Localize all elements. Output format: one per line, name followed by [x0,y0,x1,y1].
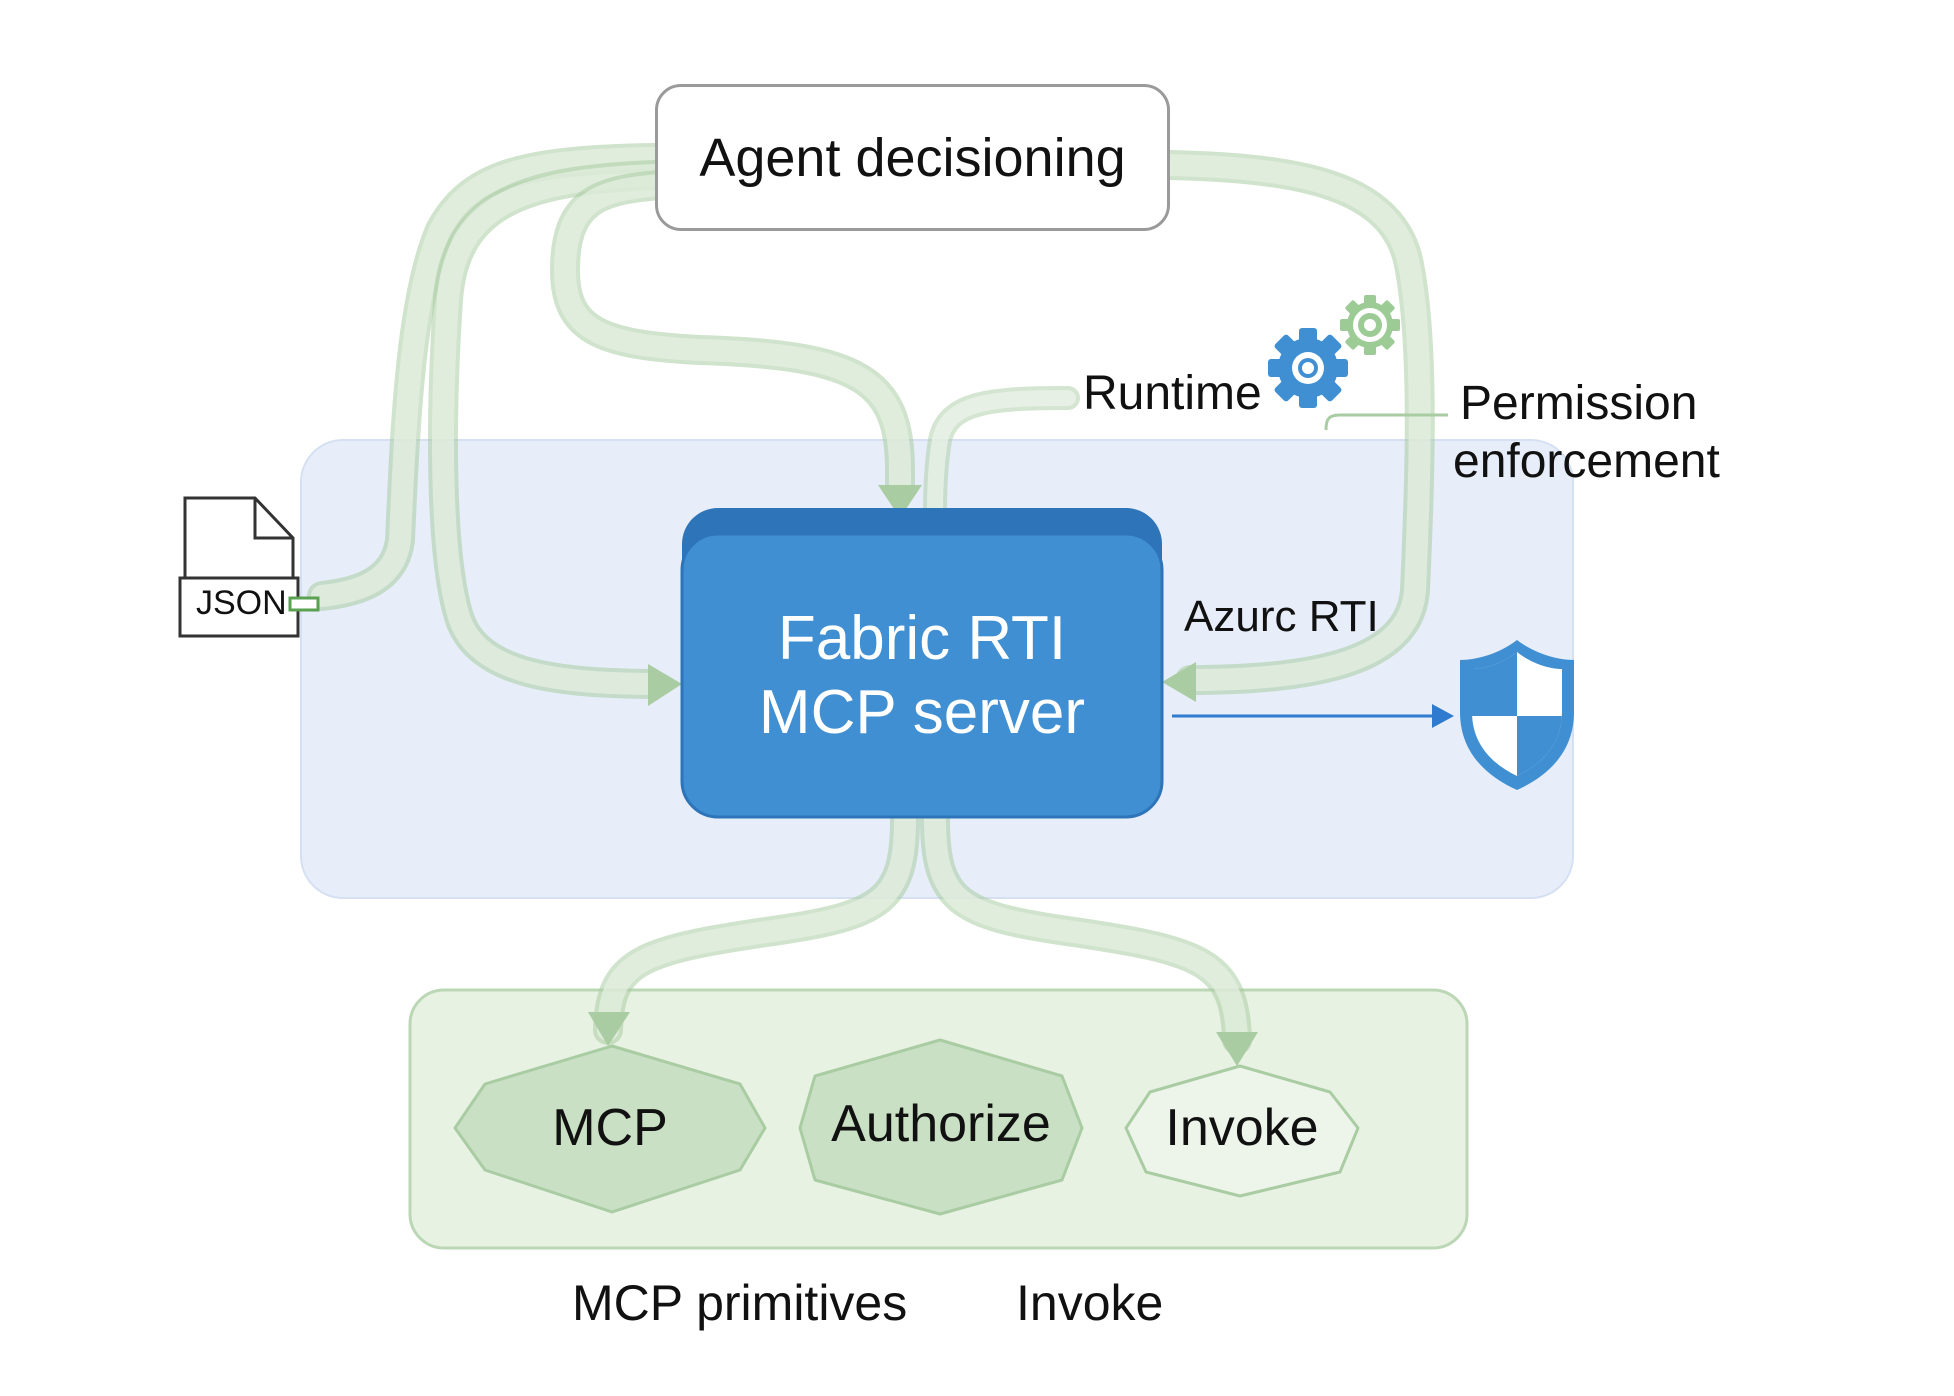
gear-icon [1268,328,1348,408]
json-file-icon [178,496,320,638]
mcp-shape [453,1044,767,1214]
agent-decisioning-label: Agent decisioning [699,127,1126,188]
flow-bands [307,143,1435,1055]
arrow-head-server-right [1162,662,1196,702]
agent-decisioning-box: Agent decisioning [655,84,1170,231]
arrow-head-mcp [588,1012,630,1046]
invoke-shape [1124,1064,1360,1198]
permission-label-line2: enforcement [1453,435,1720,488]
footer-invoke-label: Invoke [1016,1275,1164,1331]
server-box [680,532,1164,819]
permission-label-line1: Permission [1460,377,1698,430]
authorize-shape [798,1038,1084,1216]
mcp-label: MCP [552,1099,668,1157]
shield-icon [1460,640,1574,790]
fabric-server-label-group: Fabric RTI MCP server [682,534,1162,817]
arrow-head-invoke [1216,1032,1258,1066]
arrow-head-server-top [878,485,922,518]
server-label-line1: Fabric RTI [777,603,1067,673]
footer-primitives-label: MCP primitives [572,1275,908,1331]
invoke-label: Invoke [1165,1099,1319,1157]
arrow-head-server-left [648,664,682,706]
authorize-label: Authorize [831,1095,1051,1153]
gear-icon-secondary [1340,295,1400,355]
permission-connector [1324,413,1448,431]
runtime-label: Runtime [1083,367,1262,420]
server-label-line2: MCP server [758,677,1086,747]
json-file-label: JSON [196,584,287,622]
azure-rti-label: Azurc RTI [1184,592,1379,641]
